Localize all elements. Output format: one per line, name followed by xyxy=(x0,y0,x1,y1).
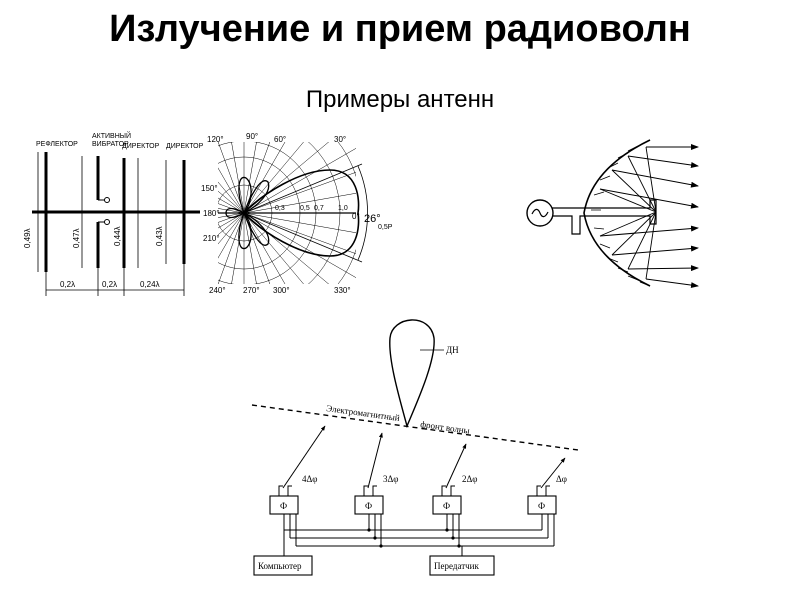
page-subtitle: Примеры антенн xyxy=(305,86,495,113)
polar-grid-spoke xyxy=(218,212,245,284)
angle-300: 300° xyxy=(273,286,290,295)
phase-2: 2Δφ xyxy=(462,474,477,484)
polar-grid-spoke xyxy=(218,212,245,259)
length-director-1: 0,44λ xyxy=(113,226,122,246)
shifter-label: Ф xyxy=(365,501,372,511)
beamwidth-label: 26° xyxy=(364,213,381,225)
director-1-label: ДИРЕКТОР xyxy=(122,143,160,150)
sine-icon xyxy=(531,208,549,218)
shifter-label: Ф xyxy=(280,501,287,511)
reflector-label: РЕФЛЕКТОР xyxy=(36,141,78,148)
pattern-label: ДН xyxy=(446,345,459,355)
polar-grid-spoke xyxy=(243,212,286,284)
polar-grid-spoke xyxy=(218,197,245,214)
side-lobe xyxy=(242,180,270,215)
reflector-hatching xyxy=(591,139,651,287)
polar-grid-spoke xyxy=(243,212,271,284)
angle-0: 0° xyxy=(352,212,360,221)
active-label: АКТИВНЫЙ xyxy=(92,131,131,140)
polar-grid-spoke xyxy=(243,142,286,214)
spacing-1: 0,2λ xyxy=(60,280,75,289)
feed-terminal xyxy=(104,219,110,225)
parabolic-antenna-diagram xyxy=(526,139,699,289)
computer-box xyxy=(253,555,313,576)
page-title: Излучение и прием радиоволн xyxy=(109,8,691,50)
polar-grid-spoke xyxy=(243,212,356,278)
shifter-label: Ф xyxy=(443,501,450,511)
scale-10: 1,0 xyxy=(338,205,348,212)
polar-grid-spoke xyxy=(218,212,245,236)
polar-grid-spoke xyxy=(243,192,356,214)
parabolic-reflector xyxy=(583,139,651,287)
phase-3: 3Δφ xyxy=(383,474,398,484)
side-lobe xyxy=(242,211,270,246)
polar-grid-spoke xyxy=(218,181,245,214)
length-director-2: 0,43λ xyxy=(155,226,164,246)
yagi-antenna-diagram: РЕФЛЕКТОР АКТИВНЫЙ ВИБРАТОР ДИРЕКТОР ДИР… xyxy=(23,131,204,296)
angle-180: 180° xyxy=(203,209,220,218)
transmitter-label: Передатчик xyxy=(434,561,479,571)
phase-1: Δφ xyxy=(556,474,567,484)
angle-240: 240° xyxy=(209,286,226,295)
polar-grid-spoke xyxy=(218,212,245,245)
polar-grid-spoke xyxy=(218,212,245,223)
scale-05: 0,5 xyxy=(300,205,310,212)
feed-waveguide xyxy=(552,199,657,235)
shifter-label: Ф xyxy=(538,501,545,511)
polar-grid-spoke xyxy=(243,148,356,214)
polar-grid-spoke xyxy=(243,171,356,214)
polar-grid-spoke xyxy=(243,212,356,255)
polar-pattern-diagram: 120° 90° 60° 30° 150° 180° 0° 210° 240° … xyxy=(201,132,393,295)
back-lobe xyxy=(225,207,246,219)
phased-array-diagram: ДН Электромагнитный фронт волны 4Δφ 3Δφ … xyxy=(251,319,579,576)
transmitter-box xyxy=(429,555,495,576)
polar-grid-spoke xyxy=(243,212,304,284)
polar-grid-spoke xyxy=(243,142,304,214)
main-lobe xyxy=(242,169,360,257)
polar-grid-spoke xyxy=(218,142,245,214)
polar-grid-spoke xyxy=(243,212,257,284)
radiation-pattern-lobe xyxy=(389,319,435,429)
polar-grid-spoke xyxy=(218,203,245,214)
polar-grid-spoke xyxy=(243,142,271,214)
feed-terminal xyxy=(104,197,110,203)
length-reflector: 0,49λ xyxy=(23,228,32,248)
scale-03: 0,3 xyxy=(275,205,285,212)
spacing-2: 0,2λ xyxy=(102,280,117,289)
angle-270: 270° xyxy=(243,286,260,295)
polar-grid-spoke xyxy=(218,212,245,229)
angle-30: 30° xyxy=(334,135,346,144)
length-active: 0,47λ xyxy=(72,228,81,248)
director-2-label: ДИРЕКТОР xyxy=(166,143,204,150)
polar-grid-spoke xyxy=(243,142,257,214)
vibrator-label: ВИБРАТОР xyxy=(92,141,129,148)
polar-grid-spoke xyxy=(218,190,245,214)
angle-210: 210° xyxy=(203,234,220,243)
polar-grid-spoke xyxy=(243,212,356,234)
polar-grid-spoke xyxy=(218,167,245,214)
spacing-3: 0,24λ xyxy=(140,280,160,289)
angle-330: 330° xyxy=(334,286,351,295)
side-lobe xyxy=(238,176,252,215)
scale-07: 0,7 xyxy=(314,205,324,212)
angle-120: 120° xyxy=(207,135,224,144)
beamwidth-subscript: 0,5P xyxy=(378,224,393,231)
angle-90: 90° xyxy=(246,132,258,141)
wave-front-line xyxy=(251,404,579,451)
side-lobe xyxy=(238,211,252,250)
phase-4: 4Δφ xyxy=(302,474,317,484)
computer-label: Компьютер xyxy=(258,561,302,571)
angle-60: 60° xyxy=(274,135,286,144)
front-label-2: фронт волны xyxy=(420,419,471,436)
angle-150: 150° xyxy=(201,184,218,193)
